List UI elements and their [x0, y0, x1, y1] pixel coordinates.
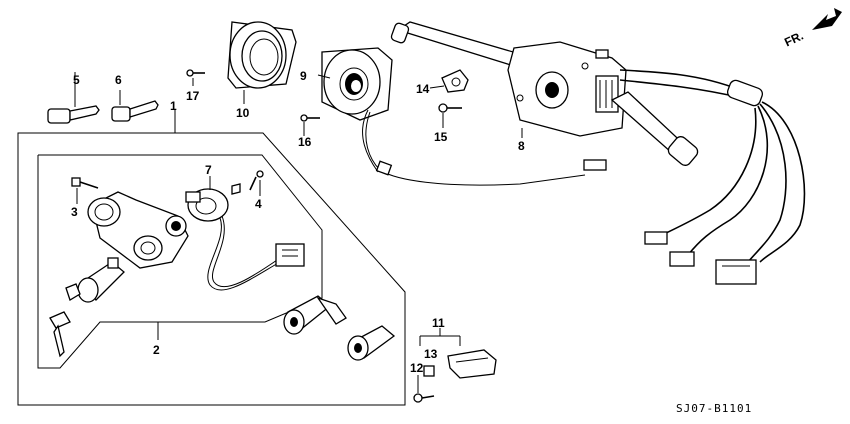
screw-17: [186, 69, 205, 86]
bolt-3: [71, 177, 99, 204]
callout-10: 10: [236, 106, 250, 120]
fuse-13: [423, 365, 435, 377]
drawing-code: SJ07-B1101: [676, 402, 752, 415]
callout-16: 16: [298, 135, 312, 149]
callout-17: 17: [186, 89, 200, 103]
assembly-frame-1: [17, 132, 406, 406]
callout-7: 7: [205, 163, 212, 177]
direction-label: FR.: [782, 29, 805, 50]
callout-8: 8: [518, 139, 525, 153]
callout-2: 2: [153, 343, 160, 357]
callout-14: 14: [416, 82, 430, 96]
callout-9: 9: [300, 69, 307, 83]
screw-12: [413, 375, 435, 403]
callout-13: 13: [424, 347, 438, 361]
combination-switch-8: [390, 21, 806, 285]
callout-5: 5: [73, 73, 80, 87]
callout-3: 3: [71, 205, 78, 219]
connector-set-11: [419, 328, 497, 379]
callout-11: 11: [432, 316, 445, 330]
trunk-lock-cylinder: [347, 325, 396, 361]
ignition-switch-7: [185, 176, 305, 291]
callout-12: 12: [410, 361, 424, 375]
cable-reel-9: [317, 47, 607, 186]
callout-6: 6: [115, 73, 122, 87]
callout-1: 1: [170, 99, 177, 113]
lock-housing: [87, 191, 189, 269]
cover-ring-10: [227, 21, 297, 104]
screw-16: [300, 114, 320, 136]
screw-4: [249, 170, 264, 196]
callout-4: 4: [255, 197, 262, 211]
clip-14: [429, 69, 469, 93]
front-direction-arrow: [812, 8, 842, 30]
key-cylinder: [49, 257, 125, 358]
door-lock-cylinder: [283, 295, 347, 335]
callout-15: 15: [434, 130, 448, 144]
screw-15: [438, 103, 462, 128]
key-blank-5: [47, 72, 100, 124]
key-blank-6: [111, 90, 159, 122]
assembly-frame-2: [37, 154, 323, 369]
